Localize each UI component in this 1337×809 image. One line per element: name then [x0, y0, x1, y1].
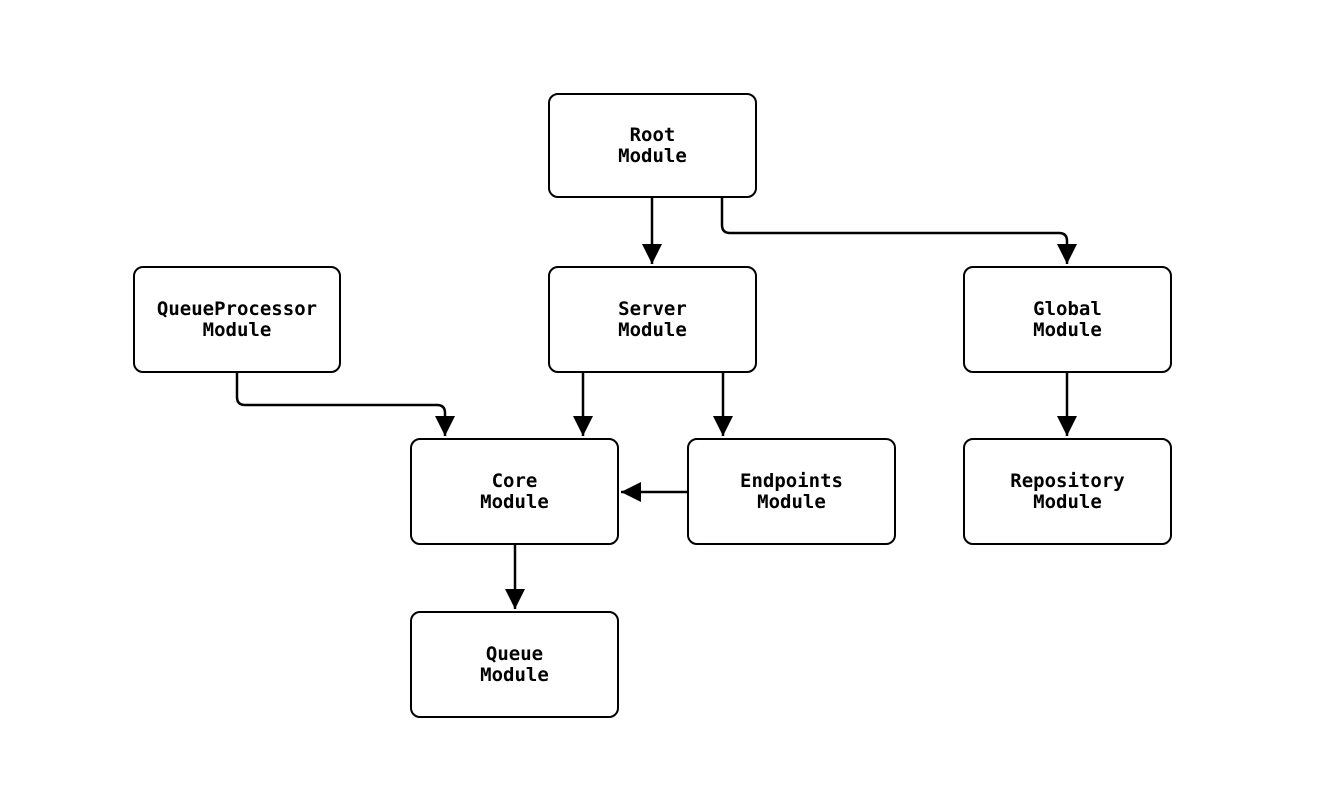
node-server-module-label: Server Module	[618, 297, 687, 341]
edge-root-to-global	[720, 198, 1077, 264]
node-server-module: Server Module	[548, 266, 757, 373]
node-root-module: Root Module	[548, 93, 757, 198]
node-queueprocessor-module: QueueProcessor Module	[133, 266, 341, 373]
node-repository-module: Repository Module	[963, 438, 1172, 545]
node-root-module-label: Root Module	[618, 123, 687, 167]
edge-queueprocessor-to-core	[235, 373, 455, 436]
node-global-module-label: Global Module	[1033, 297, 1102, 341]
node-core-module: Core Module	[410, 438, 619, 545]
node-endpoints-module: Endpoints Module	[687, 438, 896, 545]
node-queue-module-label: Queue Module	[480, 642, 549, 686]
node-queue-module: Queue Module	[410, 611, 619, 718]
node-global-module: Global Module	[963, 266, 1172, 373]
node-core-module-label: Core Module	[480, 469, 549, 513]
node-endpoints-module-label: Endpoints Module	[740, 469, 843, 513]
node-repository-module-label: Repository Module	[1010, 469, 1125, 513]
node-queueprocessor-module-label: QueueProcessor Module	[156, 297, 318, 341]
